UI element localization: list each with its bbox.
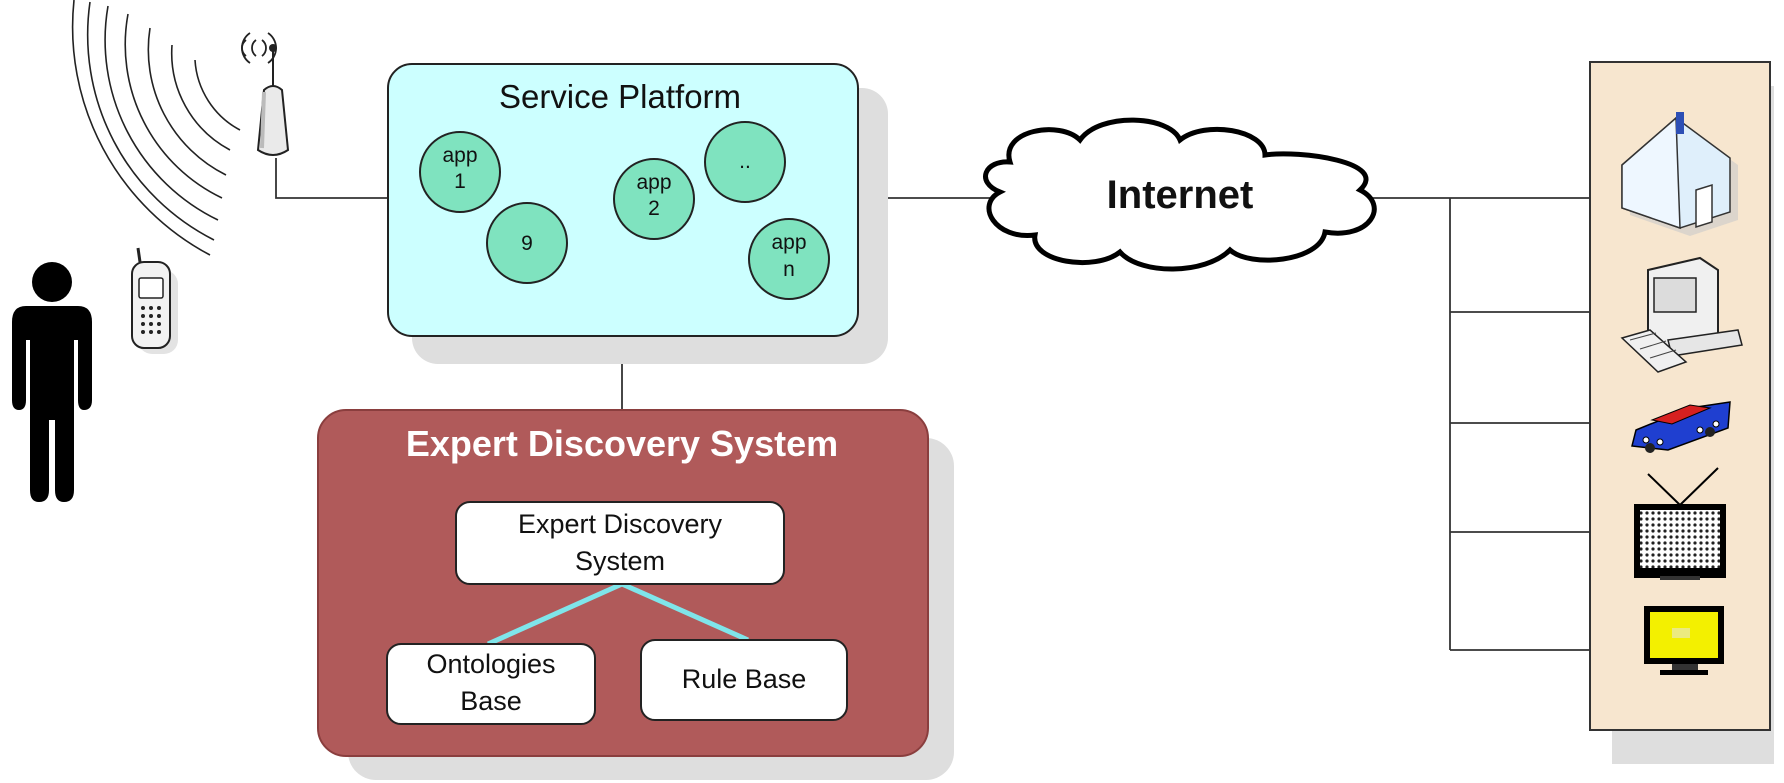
svg-text:Rule Base: Rule Base — [682, 664, 807, 694]
svg-text:app: app — [771, 231, 806, 254]
svg-text:2: 2 — [648, 197, 660, 220]
svg-text:Base: Base — [460, 686, 522, 716]
monitor-icon — [1644, 606, 1724, 675]
ontologies-base-box: Ontologies Base — [386, 643, 596, 725]
expert-discovery-system: Expert Discovery System Expert Discovery… — [317, 409, 954, 780]
svg-text:System: System — [575, 546, 665, 576]
svg-text:app: app — [636, 171, 671, 194]
rule-connector — [620, 581, 750, 643]
svg-text:1: 1 — [454, 170, 466, 193]
app-circle: .. — [704, 121, 786, 203]
internet-label: Internet — [1107, 173, 1254, 217]
person-icon — [12, 262, 92, 502]
svg-text:Ontologies: Ontologies — [426, 649, 555, 679]
devices-panel — [1589, 61, 1774, 764]
service-platform-title: Service Platform — [499, 78, 741, 115]
ontology-connector — [486, 581, 624, 647]
app-circle: app 1 — [419, 131, 501, 213]
app-circle: app n — [748, 218, 830, 300]
app-circle: 9 — [486, 202, 568, 284]
rule-base-box: Rule Base — [640, 639, 848, 721]
cloud-icon: Internet — [983, 117, 1377, 272]
expert-discovery-title: Expert Discovery System — [406, 423, 838, 464]
svg-text:..: .. — [739, 150, 751, 173]
svg-text:Expert Discovery: Expert Discovery — [518, 509, 723, 539]
svg-text:9: 9 — [521, 232, 533, 255]
app-circle: app 2 — [613, 158, 695, 240]
computer-icon — [1620, 256, 1743, 373]
tv-icon — [1634, 467, 1726, 580]
expert-discovery-core-box: Expert Discovery System — [455, 501, 785, 585]
service-platform: Service Platform app 1 9 app 2 .. app n — [387, 63, 888, 364]
wireless-signal-icon — [71, 0, 241, 256]
antenna-icon — [241, 32, 290, 156]
car-icon — [1631, 401, 1731, 453]
svg-text:app: app — [442, 144, 477, 167]
house-icon — [1621, 112, 1738, 236]
svg-text:n: n — [783, 258, 795, 281]
mobile-phone-icon — [131, 247, 178, 354]
